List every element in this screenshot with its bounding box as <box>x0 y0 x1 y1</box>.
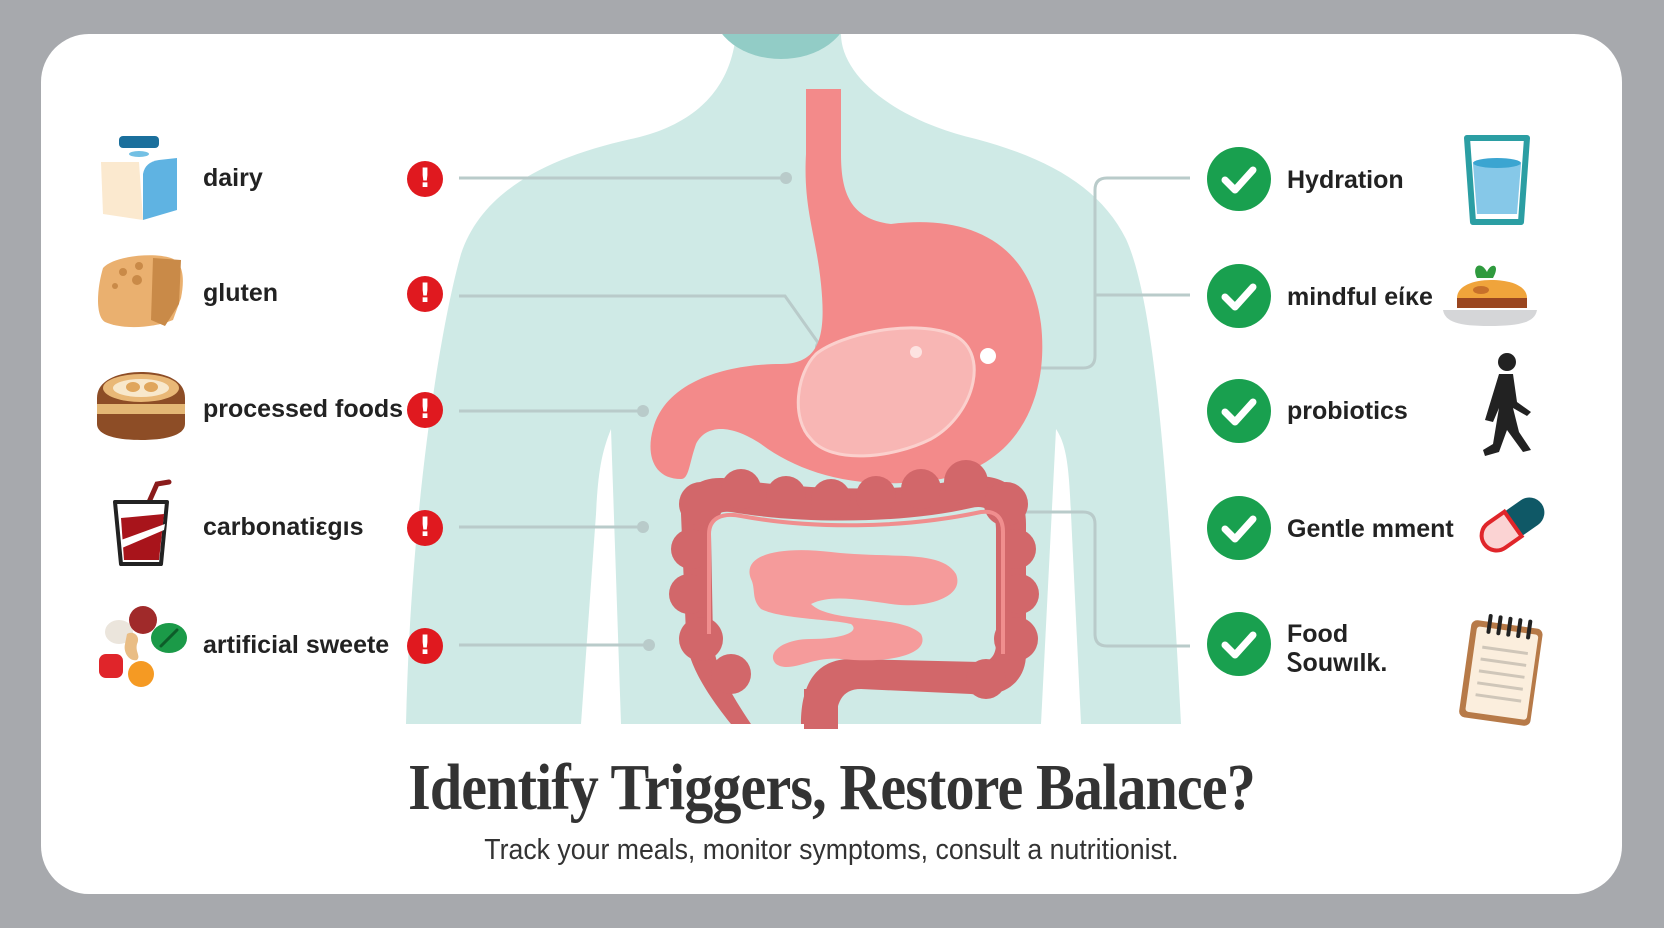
trigger-label-carbonated: carbonatiεgıs <box>203 513 364 541</box>
torso-diagram <box>406 34 1190 729</box>
remedy-label-mindful-eating: mindful eίκe <box>1287 283 1433 311</box>
trigger-label-artificial-sweeteners: artificial sweete <box>203 631 390 659</box>
headline: Identify Triggers, Restore Balance? <box>408 751 1256 824</box>
check-icon <box>1207 147 1271 211</box>
walking-person-icon <box>1483 353 1531 456</box>
remedy-label-probiotics: probiotics <box>1287 397 1408 425</box>
large-intestine-shape <box>681 476 1026 724</box>
warning-icon: ! <box>407 392 443 428</box>
capsule-pill-icon <box>1479 497 1545 553</box>
subheadline: Track your meals, monitor symptoms, cons… <box>484 834 1179 866</box>
warning-icon: ! <box>407 510 443 546</box>
warning-icon: ! <box>407 628 443 664</box>
bread-icon <box>98 255 183 328</box>
remedy-label-hydration: Hydration <box>1287 166 1404 194</box>
trigger-label-processed-foods: processed foods <box>203 395 404 423</box>
plated-meal-icon <box>1443 265 1537 326</box>
infographic-card: dairy ! gluten ! processed foods ! carbo… <box>41 34 1622 894</box>
sandwich-cookie-icon <box>97 372 185 440</box>
water-glass-icon <box>1464 135 1530 225</box>
warning-icon: ! <box>407 161 443 197</box>
warning-icon: ! <box>407 276 443 312</box>
check-icon <box>1207 612 1271 676</box>
trigger-label-gluten: gluten <box>203 279 278 307</box>
remedy-label-food-journal-line2: Ꮪouwılk. <box>1287 649 1388 677</box>
check-icon <box>1207 264 1271 328</box>
trigger-label-dairy: dairy <box>203 164 263 192</box>
candies-icon <box>99 606 187 687</box>
check-icon <box>1207 379 1271 443</box>
notepad-icon <box>1459 614 1543 726</box>
remedy-label-food-journal-line1: Food <box>1287 620 1349 648</box>
check-icon <box>1207 496 1271 560</box>
head-shape <box>722 34 840 59</box>
remedy-label-gentle-movement: Gentle mment <box>1287 515 1454 543</box>
small-intestine-shape <box>749 550 958 668</box>
milk-carton-icon <box>101 136 177 220</box>
soda-cup-icon <box>113 479 172 566</box>
